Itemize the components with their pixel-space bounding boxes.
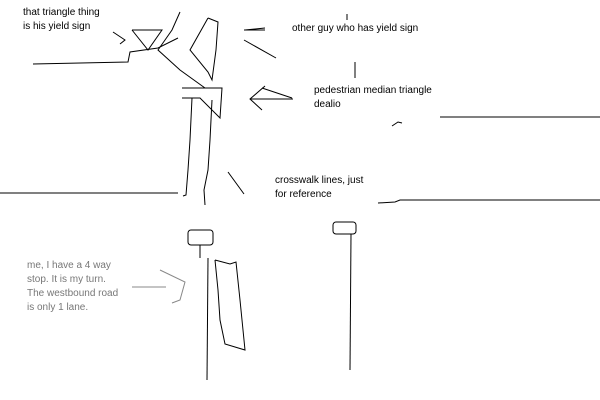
arrow-me-head — [159, 269, 186, 304]
road-edge-east-south — [377, 199, 600, 204]
pedestrian-median-triangle — [182, 87, 223, 120]
median-road-right — [203, 99, 213, 206]
label-line: crosswalk lines, just — [275, 175, 364, 186]
label-line: dealio — [314, 99, 341, 110]
label-line: The westbound road — [27, 288, 119, 299]
stop-sign-right — [332, 221, 357, 235]
label-line: stop. It is my turn. — [27, 274, 106, 285]
median-island-left — [157, 11, 206, 89]
label-me: me, I have a 4 way stop. It is my turn. … — [27, 259, 118, 315]
label-other-guy: other guy who has yield sign — [292, 22, 418, 36]
label-yield-triangle: that triangle thing is his yield sign — [23, 6, 100, 34]
label-line: me, I have a 4 way — [27, 260, 111, 271]
stray-mark — [391, 121, 403, 127]
label-line: for reference — [275, 189, 332, 200]
road-edge-south-right — [349, 233, 352, 371]
road-edge-west-north — [32, 37, 179, 65]
median-island-right — [189, 17, 219, 82]
label-line: that triangle thing — [23, 7, 100, 18]
arrow-median — [261, 87, 293, 99]
stop-sign-left — [187, 229, 214, 246]
my-car — [214, 259, 246, 351]
yield-triangle-left — [131, 29, 163, 51]
label-crosswalk: crosswalk lines, just for reference — [275, 174, 363, 202]
label-line: other guy who has yield sign — [292, 23, 419, 34]
arrow-to-yield — [112, 31, 126, 45]
label-line: is his yield sign — [23, 21, 91, 32]
label-line: pedestrian median triangle — [314, 85, 432, 96]
median-road-left — [182, 97, 193, 197]
arrow-median-head — [249, 85, 266, 111]
label-line: is only 1 lane. — [27, 302, 89, 313]
arrow-crosswalk — [227, 171, 245, 195]
road-edge-south-left — [206, 257, 209, 381]
arrow-other-guy-tail — [243, 39, 277, 59]
label-median: pedestrian median triangle dealio — [314, 84, 432, 112]
